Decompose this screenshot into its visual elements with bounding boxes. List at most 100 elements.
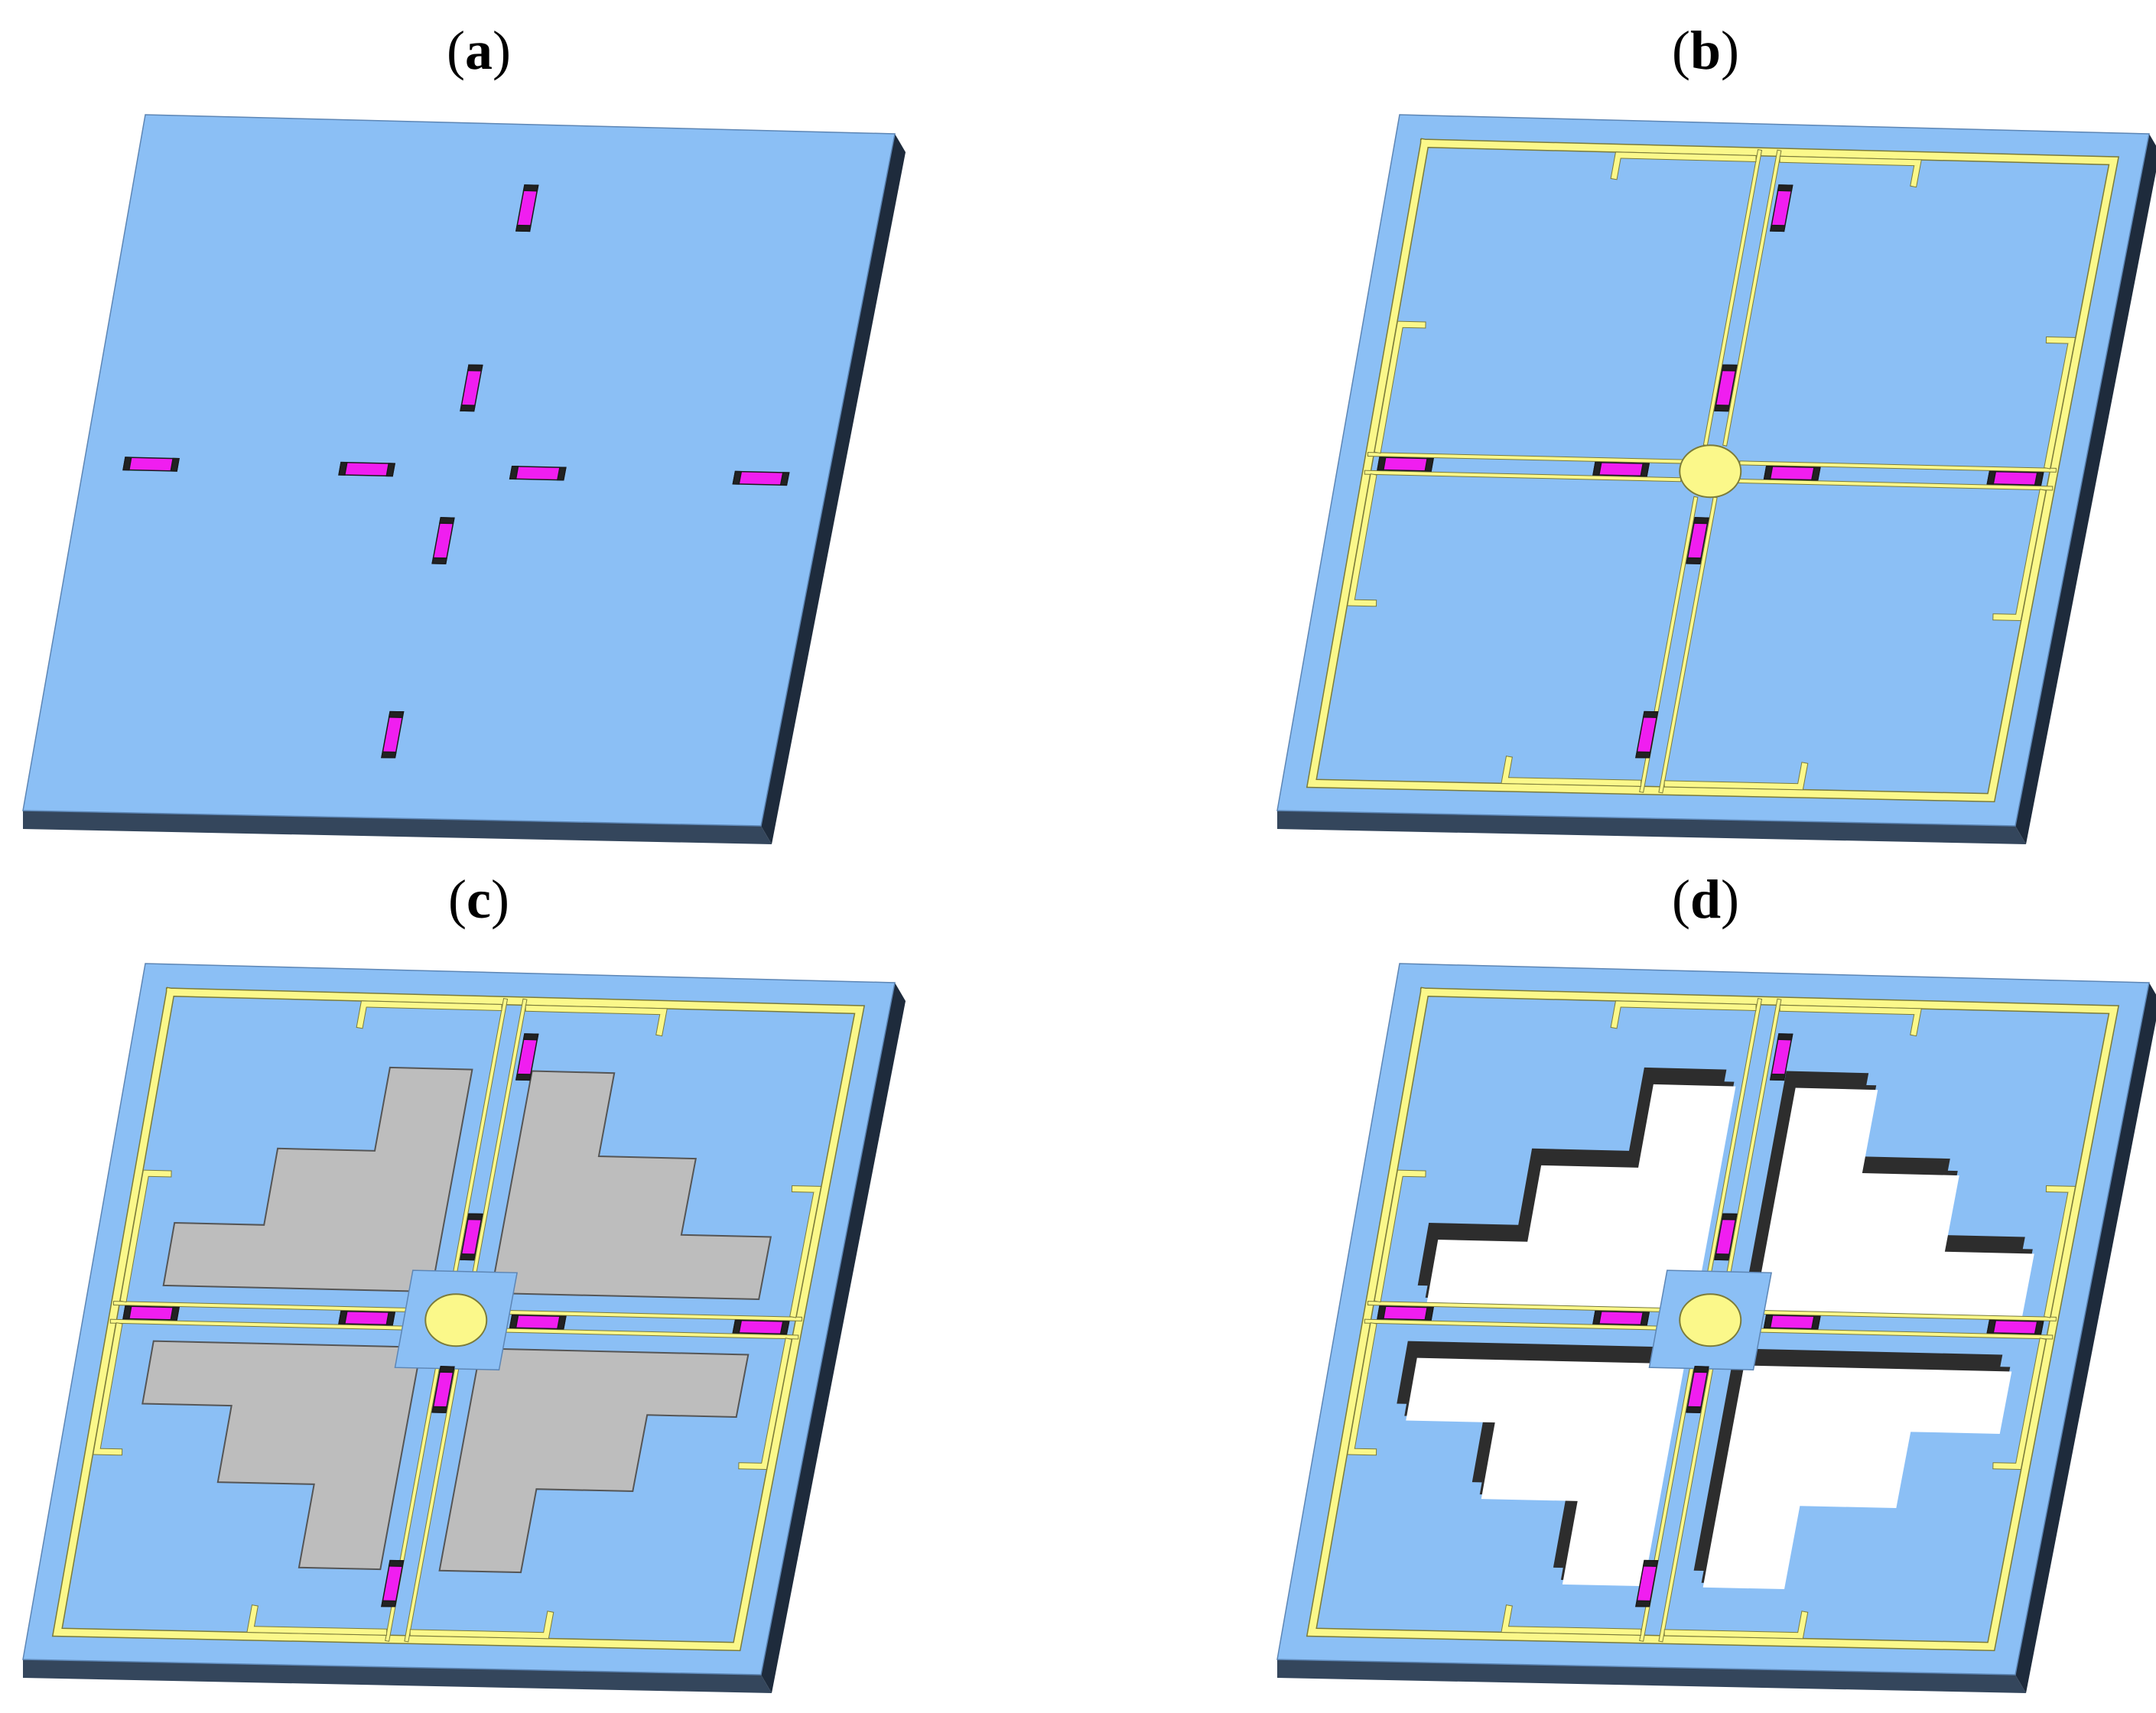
resistor-bottom-inner-cap bbox=[438, 1366, 455, 1373]
resistor-left-inner-cap bbox=[385, 1312, 395, 1326]
metal-beam-line bbox=[482, 1328, 798, 1339]
resistor-left-inner-cap bbox=[338, 1310, 348, 1325]
metal-bracket-pad bbox=[1993, 1338, 2046, 1469]
resistor-right-outer-cap bbox=[2034, 472, 2044, 486]
metal-bracket-pad bbox=[120, 1170, 171, 1302]
panel-b-diagram bbox=[1276, 114, 2156, 844]
center-metal-pad bbox=[424, 1293, 488, 1347]
resistor-left-inner-cap bbox=[1640, 1312, 1650, 1326]
resistor-right-outer-cap bbox=[779, 472, 790, 486]
resistor-right-inner-cap bbox=[1763, 466, 1774, 480]
resistor-right-outer-cap bbox=[732, 470, 743, 485]
metal-beam-line bbox=[1723, 150, 1781, 446]
resistor-top-outer-cap bbox=[515, 1073, 532, 1081]
substrate-side-face bbox=[2015, 983, 2156, 1693]
resistor-bottom-outer-cap bbox=[1642, 1559, 1659, 1567]
metal-beam-line bbox=[1364, 1319, 1681, 1331]
panel-c-diagram bbox=[22, 963, 906, 1693]
metal-bracket-pad bbox=[1780, 156, 1921, 187]
metal-bracket-pad bbox=[1780, 1005, 1921, 1036]
resistor-right-inner-cap bbox=[509, 1315, 519, 1329]
substrate-side-face bbox=[761, 134, 906, 844]
substrate-side-face bbox=[761, 983, 906, 1693]
metal-beam-line bbox=[110, 1319, 427, 1331]
metal-beam-line bbox=[1367, 1302, 1684, 1312]
resistor-top-inner-cap bbox=[1721, 1213, 1738, 1221]
metal-bracket-pad bbox=[2044, 337, 2075, 469]
metal-beam-line bbox=[1740, 461, 2056, 472]
resistor-bottom-inner-cap bbox=[431, 557, 447, 564]
metal-bracket-pad bbox=[1611, 1001, 1756, 1029]
metal-bracket-pad bbox=[1611, 152, 1756, 180]
metal-frame bbox=[1307, 139, 2119, 801]
panel-label-b: (b) bbox=[1671, 20, 1739, 81]
panel-a-substrate-with-resistors bbox=[0, 99, 994, 864]
resistor-top-inner-cap bbox=[460, 1253, 476, 1261]
resistor-top-outer-cap bbox=[1770, 224, 1786, 232]
resistor-left-inner-cap bbox=[1592, 461, 1602, 476]
resistor-right-outer-cap bbox=[1986, 470, 1997, 485]
panel-d-released-structure bbox=[1254, 948, 2156, 1713]
etch-hole-floor-0 bbox=[1426, 1084, 1736, 1309]
resistor-left-inner-cap bbox=[1592, 1310, 1602, 1325]
substrate-top-face bbox=[22, 114, 896, 827]
metal-bracket-pad bbox=[1374, 1170, 1426, 1302]
resistor-right-outer-cap bbox=[779, 1321, 790, 1335]
metal-beam-line bbox=[469, 999, 527, 1295]
metal-bracket-pad bbox=[1664, 1611, 1808, 1639]
substrate-front-face bbox=[23, 1659, 772, 1693]
substrate-front-face bbox=[1277, 1659, 2026, 1693]
metal-beam-line bbox=[1736, 1328, 2053, 1339]
etch-hole-floor-3 bbox=[1702, 1365, 2012, 1590]
resistor-top-outer-cap bbox=[1777, 184, 1793, 192]
etch-hole-floor-2 bbox=[1406, 1357, 1685, 1587]
resistor-top-outer-cap bbox=[522, 184, 539, 192]
resistor-right-inner-cap bbox=[1810, 1315, 1821, 1330]
resistor-bottom-outer-cap bbox=[1635, 1600, 1651, 1607]
resist-region-3 bbox=[438, 1347, 750, 1574]
panel-d-diagram bbox=[1276, 963, 2156, 1693]
metal-bracket-pad bbox=[1501, 756, 1641, 786]
etch-hole-floor-1 bbox=[1754, 1087, 2034, 1317]
resistor-bottom-inner-cap bbox=[1693, 1366, 1709, 1373]
metal-bracket-pad bbox=[93, 1323, 122, 1455]
metal-bracket-pad bbox=[410, 1611, 554, 1639]
metal-bracket-pad bbox=[525, 1005, 667, 1036]
resistor-left-outer-cap bbox=[1424, 1306, 1434, 1321]
resistor-bottom-outer-cap bbox=[1635, 751, 1651, 759]
substrate-side-face bbox=[2015, 134, 2156, 844]
metal-beam-line bbox=[449, 999, 507, 1295]
panel-label-a: (a) bbox=[447, 20, 511, 81]
metal-beam-line bbox=[113, 1302, 430, 1312]
resistor-right-inner-cap bbox=[509, 466, 519, 480]
resist-region-1 bbox=[489, 1070, 772, 1301]
resistor-top-inner-cap bbox=[460, 405, 476, 412]
metal-bracket-pad bbox=[739, 1338, 792, 1469]
resistor-bottom-inner-cap bbox=[431, 1406, 447, 1413]
panel-a-diagram bbox=[22, 114, 906, 844]
metal-bracket-pad bbox=[1993, 489, 2046, 620]
resistor-left-outer-cap bbox=[170, 457, 180, 472]
center-metal-pad bbox=[1679, 444, 1742, 499]
metal-beam-line bbox=[1703, 150, 1761, 446]
substrate-front-face bbox=[1277, 811, 2026, 844]
resistor-left-inner-cap bbox=[1640, 463, 1650, 477]
metal-beam-line bbox=[1736, 479, 2053, 490]
resistor-left-outer-cap bbox=[122, 457, 132, 471]
metal-bracket-pad bbox=[1348, 1323, 1377, 1455]
resistor-top-inner-cap bbox=[467, 1213, 483, 1221]
metal-beam-line bbox=[405, 1346, 463, 1642]
metal-beam-line bbox=[1367, 453, 1684, 463]
metal-beam-line bbox=[1659, 1346, 1717, 1642]
metal-frame bbox=[53, 988, 864, 1650]
resist-region-0 bbox=[162, 1066, 473, 1293]
resistor-top-outer-cap bbox=[522, 1033, 539, 1041]
metal-bracket-pad bbox=[2044, 1186, 2075, 1318]
panel-label-d: (d) bbox=[1671, 869, 1739, 930]
metal-bracket-pad bbox=[356, 1001, 502, 1029]
resistor-bottom-outer-cap bbox=[381, 751, 397, 759]
metal-bracket-pad bbox=[247, 1605, 387, 1635]
metal-bracket-pad bbox=[790, 1186, 821, 1318]
resistor-bottom-outer-cap bbox=[388, 1559, 405, 1567]
metal-beam-line bbox=[1659, 497, 1717, 793]
